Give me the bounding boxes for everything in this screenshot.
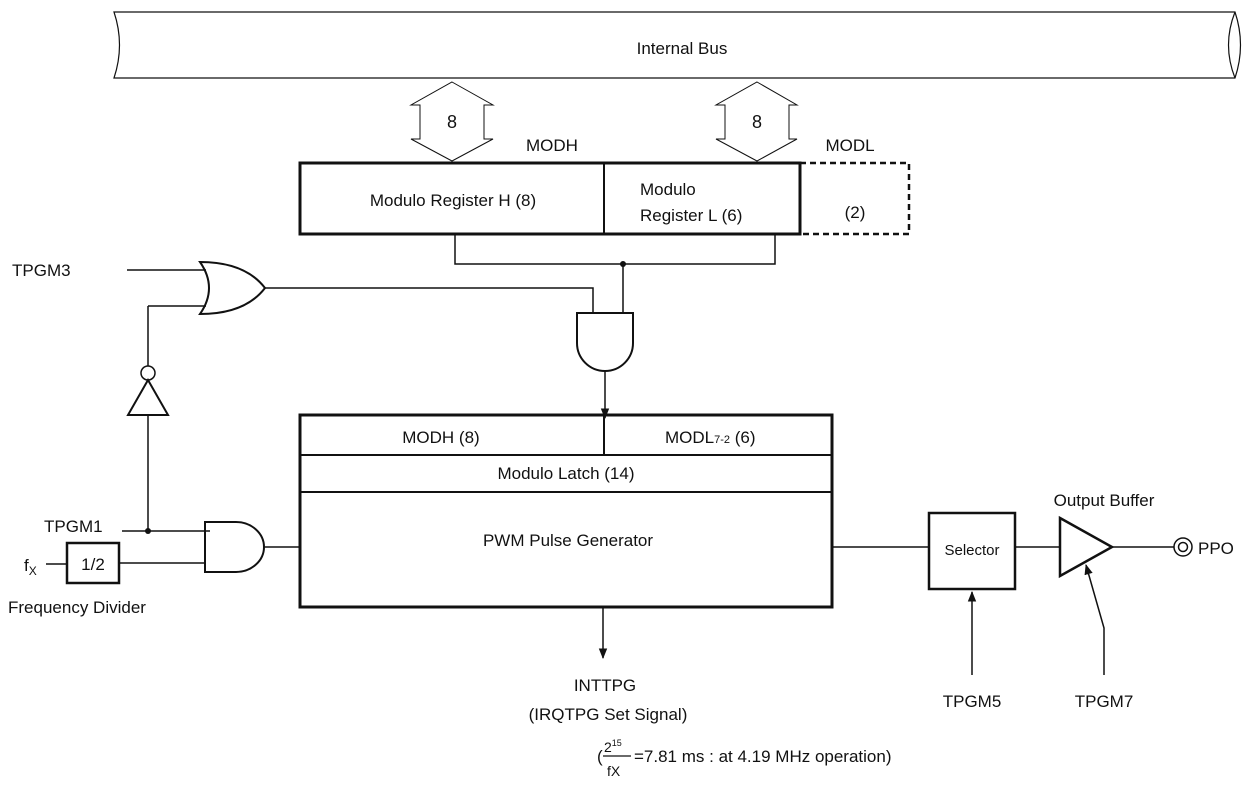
internal-bus-label: Internal Bus <box>637 39 728 58</box>
modulo-register-l-label-2: Register L (6) <box>640 206 742 225</box>
formula-open: ( <box>597 747 603 766</box>
pwm-generator-label: PWM Pulse Generator <box>483 531 653 550</box>
register-output-lines <box>454 234 776 313</box>
selector-label: Selector <box>944 542 999 559</box>
timing-formula: ( 215 fX =7.81 ms : at 4.19 MHz operatio… <box>597 738 892 779</box>
inttpg-label: INTTPG <box>574 676 636 695</box>
frequency-divider-value: 1/2 <box>81 555 105 574</box>
modulo-register-extra-box <box>800 161 911 236</box>
modulo-register-l-label-1: Modulo <box>640 180 696 199</box>
modulo-register <box>298 161 802 236</box>
bus-width-left: 8 <box>447 112 457 132</box>
inverter <box>126 305 206 531</box>
pwm-block <box>298 413 834 609</box>
tpgm7-label: TPGM7 <box>1075 692 1134 711</box>
bus-width-right: 8 <box>752 112 762 132</box>
bus-arrow-left: 8 <box>409 81 495 162</box>
formula-numerator: 215 <box>604 738 622 755</box>
bus-arrow-right: 8 <box>714 81 799 162</box>
inttpg-description: (IRQTPG Set Signal) <box>529 705 688 724</box>
modulo-latch-title: Modulo Latch (14) <box>497 464 634 483</box>
tpgm1-label: TPGM1 <box>44 517 103 536</box>
tpgm1-junction <box>145 528 151 534</box>
modulo-register-h-label: Modulo Register H (8) <box>370 191 536 210</box>
formula-result: =7.81 ms : at 4.19 MHz operation) <box>634 747 892 766</box>
and-gate-top <box>576 312 634 372</box>
and-gate-input <box>204 521 265 573</box>
modulo-register-extra-label: (2) <box>845 203 866 222</box>
selector-box <box>927 511 1017 591</box>
ppo-label: PPO <box>1198 539 1234 558</box>
formula-denominator: fX <box>607 763 621 779</box>
tpgm7-arrow <box>1084 563 1105 675</box>
latch-modh-label: MODH (8) <box>402 428 479 447</box>
modh-tag: MODH <box>526 136 578 155</box>
modl-tag: MODL <box>825 136 874 155</box>
output-buffer-label: Output Buffer <box>1054 491 1155 510</box>
or-gate <box>198 260 267 316</box>
latch-modl-label: MODL7-2 (6) <box>665 428 756 447</box>
or-output-line <box>265 287 594 313</box>
internal-bus: Internal Bus <box>113 11 1242 79</box>
tpgm3-label: TPGM3 <box>12 261 71 280</box>
ppo-pin-icon <box>1173 537 1193 557</box>
output-buffer-triangle <box>1058 515 1115 579</box>
tpgm5-label: TPGM5 <box>943 692 1002 711</box>
frequency-divider-caption: Frequency Divider <box>8 598 146 617</box>
fx-label: fX <box>24 556 37 578</box>
